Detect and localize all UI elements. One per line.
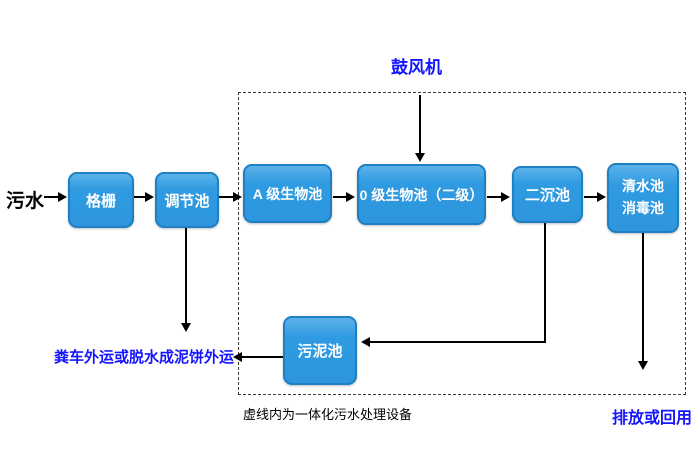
arrow-sludge-to-disposal xyxy=(242,356,283,358)
arrowhead-down-icon xyxy=(638,361,648,370)
node-sludge-tank: 污泥池 xyxy=(283,316,357,385)
influent-label: 污水 xyxy=(6,191,45,212)
arrowhead-down-icon xyxy=(181,323,191,332)
integrated-equipment-boundary xyxy=(238,92,686,395)
boundary-caption-label: 虚线内为一体化污水处理设备 xyxy=(243,407,413,422)
sludge-disposal-label: 粪车外运或脱水成泥饼外运 xyxy=(54,349,235,366)
node-clear-water-disinfection-tank: 清水池 消毒池 xyxy=(607,163,679,233)
node-regulating-tank: 调节池 xyxy=(155,172,219,228)
line-sed-down xyxy=(544,223,546,343)
arrow-clear-water-to-discharge xyxy=(642,233,644,361)
arrowhead-right-icon xyxy=(501,192,510,202)
arrow-sed-to-clear-water xyxy=(584,196,597,198)
arrow-a-bio-to-o-bio xyxy=(333,196,346,198)
arrow-grid-to-regulating xyxy=(134,196,145,198)
node-a-level-bio-tank: A 级生物池 xyxy=(243,164,332,223)
node-secondary-sed-tank: 二沉池 xyxy=(512,166,583,223)
clear-water-line2: 消毒池 xyxy=(622,200,664,216)
arrowhead-down-icon xyxy=(415,153,425,162)
blower-label: 鼓风机 xyxy=(391,58,442,77)
arrow-regulating-to-a-bio xyxy=(219,196,233,198)
arrowhead-right-icon xyxy=(58,192,67,202)
arrow-sed-to-sludge-tank xyxy=(370,341,546,343)
arrow-regulating-to-disposal xyxy=(185,228,187,323)
arrowhead-right-icon xyxy=(597,192,606,202)
arrow-blower-to-o-bio xyxy=(419,95,421,153)
arrowhead-left-icon xyxy=(361,337,370,347)
arrowhead-left-icon xyxy=(233,352,242,362)
arrowhead-right-icon xyxy=(233,192,242,202)
node-o-level-bio-tank: 0 级生物池（二级） xyxy=(357,164,486,225)
arrowhead-right-icon xyxy=(346,192,355,202)
discharge-reuse-label: 排放或回用 xyxy=(612,410,693,427)
clear-water-line1: 清水池 xyxy=(622,178,664,195)
arrow-o-bio-to-sed xyxy=(487,196,501,198)
arrow-influent-to-grid xyxy=(44,196,58,198)
arrowhead-right-icon xyxy=(145,192,154,202)
node-grid-screen: 格栅 xyxy=(68,172,134,228)
